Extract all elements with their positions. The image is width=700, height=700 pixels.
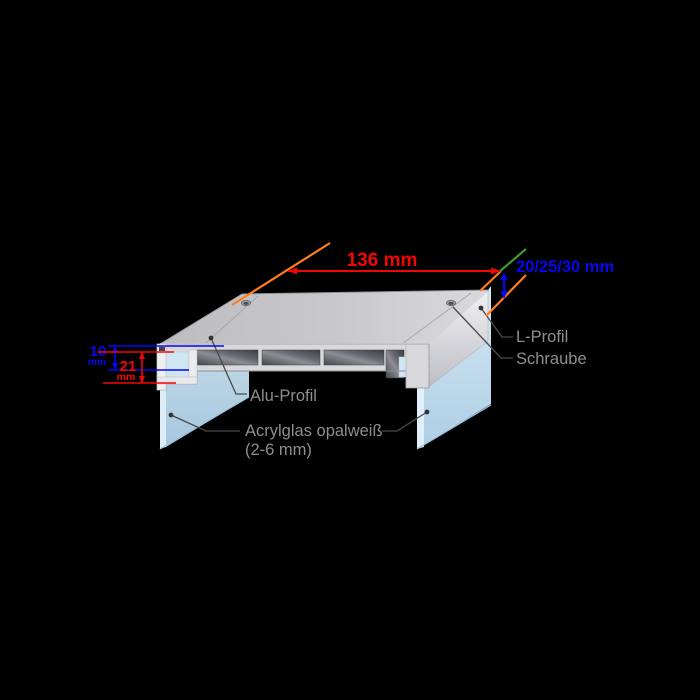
hollow-chamber-2: [261, 349, 321, 366]
label-acrylglas-line2: (2-6 mm): [245, 441, 312, 459]
acrylic-cross-section-right: [398, 356, 407, 378]
arrowhead-outer-bottom: [112, 363, 118, 370]
dimension-left-inner-unit: mm: [117, 371, 136, 383]
label-alu-profil: Alu-Profil: [250, 387, 317, 405]
label-l-profil: L-Profil: [516, 328, 568, 346]
arrowhead-width-left: [288, 267, 297, 275]
leader-dot-l-profil: [478, 305, 484, 311]
dimension-left-inner-value: 21: [120, 358, 137, 375]
leader-schraube: [452, 306, 513, 359]
top-bevel-line-right: [401, 292, 472, 345]
orange-reference-line-right-upper: [479, 270, 502, 292]
leader-dot-acrylglas-right: [424, 409, 430, 415]
leader-dot-alu-profil: [208, 335, 214, 341]
acrylic-panel-left-edge: [160, 378, 166, 449]
leader-lines: [170, 306, 513, 432]
orange-reference-line-left: [231, 242, 331, 306]
dimension-width-136: 136 mm: [288, 250, 500, 275]
slot-divider-wall: [188, 349, 198, 378]
leader-acrylglas-right: [382, 411, 428, 432]
screw-hole-right: [446, 299, 456, 307]
l-profile-left-leg: [156, 343, 167, 391]
leader-acrylglas-left: [170, 414, 240, 432]
profile-top-face: [159, 289, 490, 345]
arrowhead-inner-bottom: [139, 376, 145, 383]
hollow-chamber-1: [196, 349, 259, 366]
screw-hole-left: [241, 299, 251, 307]
top-left-edge: [159, 293, 243, 345]
leader-l-profil: [480, 307, 513, 338]
acrylic-panel-left-bottom-edge: [159, 396, 250, 450]
acrylic-panel-right-bottom-edge: [416, 404, 492, 450]
corner-clip-detail: [159, 347, 165, 351]
green-reference-line: [498, 248, 527, 273]
acrylic-cross-section-left: [165, 351, 190, 378]
arrowhead-inner-top: [139, 352, 145, 359]
label-acrylglas-line1: Acrylglas opalweiß: [245, 422, 383, 440]
leader-dots: [168, 305, 484, 418]
arrowhead-drop-top: [500, 272, 508, 280]
dimension-left-outer-unit: mm: [88, 356, 107, 368]
dimension-width-text: 136 mm: [347, 250, 418, 271]
dimension-left-inner: 21 mm: [98, 351, 176, 384]
orange-reference-line-right-lower: [485, 274, 527, 317]
arrowhead-width-right: [491, 267, 500, 275]
label-schraube: Schraube: [516, 350, 587, 368]
leader-alu-profil: [210, 337, 247, 395]
profile-cross-section: [156, 343, 430, 391]
top-back-edge: [241, 289, 490, 295]
arrowhead-drop-bottom: [500, 291, 508, 299]
dimension-side-drop-text: 20/25/30 mm: [516, 258, 614, 276]
dimension-side-drop: 20/25/30 mm: [500, 258, 614, 299]
l-profile-left-lip: [156, 376, 198, 385]
hollow-chamber-3: [323, 349, 385, 366]
leader-dot-acrylglas-left: [168, 412, 174, 418]
